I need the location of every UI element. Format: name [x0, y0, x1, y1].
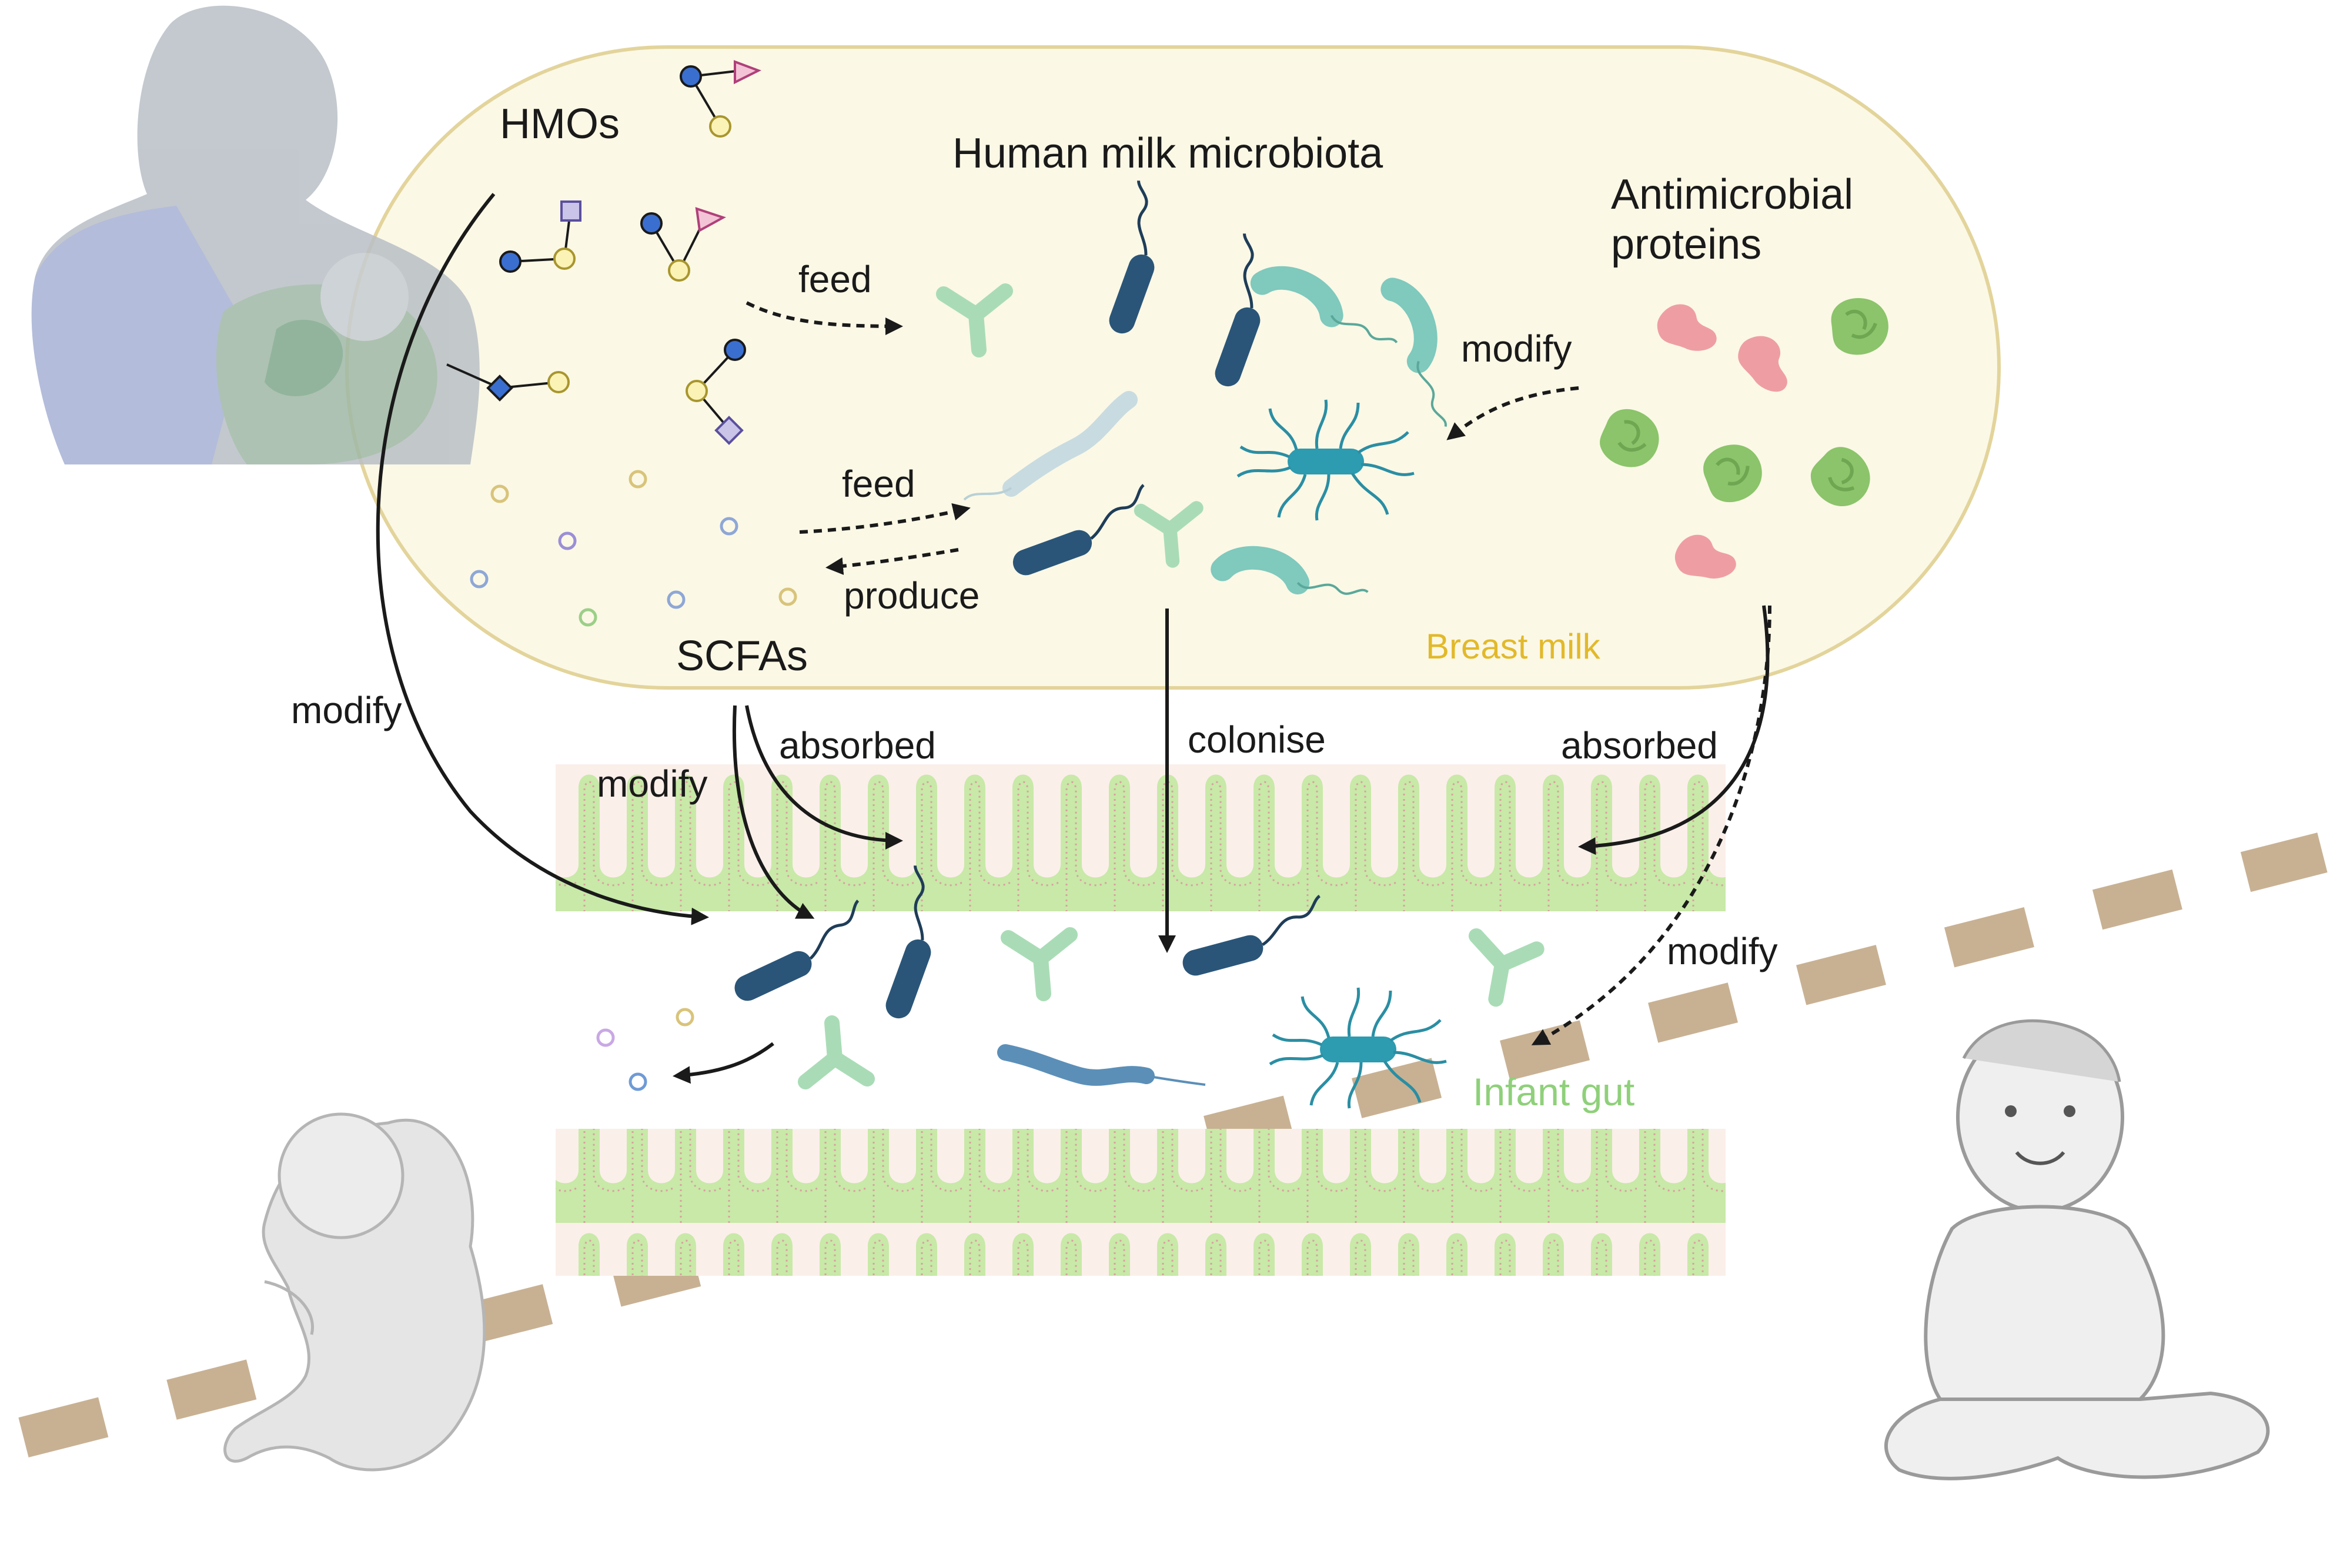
scfa-molecule-icon: [470, 570, 489, 589]
feed-arrow-top: [746, 301, 903, 335]
bacteria-rod-icon: [722, 901, 877, 1005]
human-milk-microbiota: [944, 180, 1459, 598]
antimicrobial-label-line1: Antimicrobial: [1611, 171, 1853, 218]
modify-gut-label: modify: [1667, 930, 1778, 972]
antimicrobial-label-line2: proteins: [1611, 221, 1761, 268]
arrows: [376, 193, 1771, 1084]
scfa-molecule-icon: [629, 470, 647, 489]
scfa-molecule-icon: [778, 587, 797, 606]
scfa-molecules: [470, 470, 797, 627]
produce-arrow: [825, 548, 959, 575]
infant-gut-label: Infant gut: [1473, 1070, 1634, 1114]
labels: HMOs Human milk microbiota Antimicrobial…: [291, 101, 1853, 1114]
modify-hmos-label: modify: [291, 689, 402, 731]
bacteria-y-shaped-icon: [1462, 933, 1536, 1006]
bacteria-y-shaped-icon: [1008, 935, 1070, 994]
scfa-release-arrow: [673, 1042, 774, 1084]
scfa-molecule-icon: [579, 608, 597, 627]
bacteria-y-shaped-icon: [805, 1023, 867, 1082]
colonise-label: colonise: [1188, 718, 1326, 761]
hmo-glycan-icon: [640, 207, 726, 282]
hmo-glycan-icon: [686, 339, 746, 445]
infant-gut-microbes: [596, 865, 1537, 1108]
scfa-molecule-icon: [667, 590, 686, 609]
scfas-label: SCFAs: [676, 633, 808, 680]
feed-arrow-bottom: [799, 503, 971, 534]
spirochete-icon: [997, 1044, 1155, 1086]
breastfeeding-mother-icon: [31, 5, 480, 464]
scfa-molecule-icon: [720, 517, 738, 536]
scfa-molecule-icon: [558, 531, 577, 550]
produce-label: produce: [844, 574, 980, 617]
absorbed-amp-arrow: [1578, 605, 1770, 855]
hmo-glycan-icon: [446, 363, 570, 402]
modify-hmos-arrow: [376, 193, 709, 925]
modify-gut-arrow: [1531, 605, 1771, 1045]
human-milk-microbiota-label: Human milk microbiota: [952, 130, 1383, 177]
hmo-glycans: [446, 60, 761, 445]
modify-amp-arrow: [1446, 386, 1579, 440]
fetus-icon: [223, 1112, 486, 1472]
absorbed-scfas-label: absorbed: [779, 724, 936, 767]
scfa-molecule-icon: [490, 484, 509, 503]
hmo-glycan-icon: [680, 60, 761, 138]
absorbed-amp-label: absorbed: [1561, 724, 1718, 767]
scfa-molecule-icon: [596, 1028, 615, 1047]
breast-milk-label: Breast milk: [1426, 627, 1601, 666]
absorbed-scfas-arrow: [745, 705, 903, 850]
modify-amp-label: modify: [1461, 327, 1572, 370]
scfa-molecule-icon: [676, 1008, 694, 1027]
spirochete-icon: [1002, 391, 1138, 497]
hmos-label: HMOs: [500, 101, 620, 148]
hmo-glycan-icon: [499, 200, 581, 273]
intestinal-villi-icon: [556, 764, 1726, 1276]
modify-scfas-label: modify: [597, 763, 708, 805]
feed-top-label: feed: [798, 258, 872, 300]
sitting-baby-icon: [1884, 1019, 2270, 1480]
modify-scfas-arrow: [733, 705, 815, 919]
scfa-molecule-icon: [629, 1072, 647, 1091]
antimicrobial-protein-icon: [1831, 298, 1888, 355]
feed-bottom-label: feed: [842, 463, 915, 505]
